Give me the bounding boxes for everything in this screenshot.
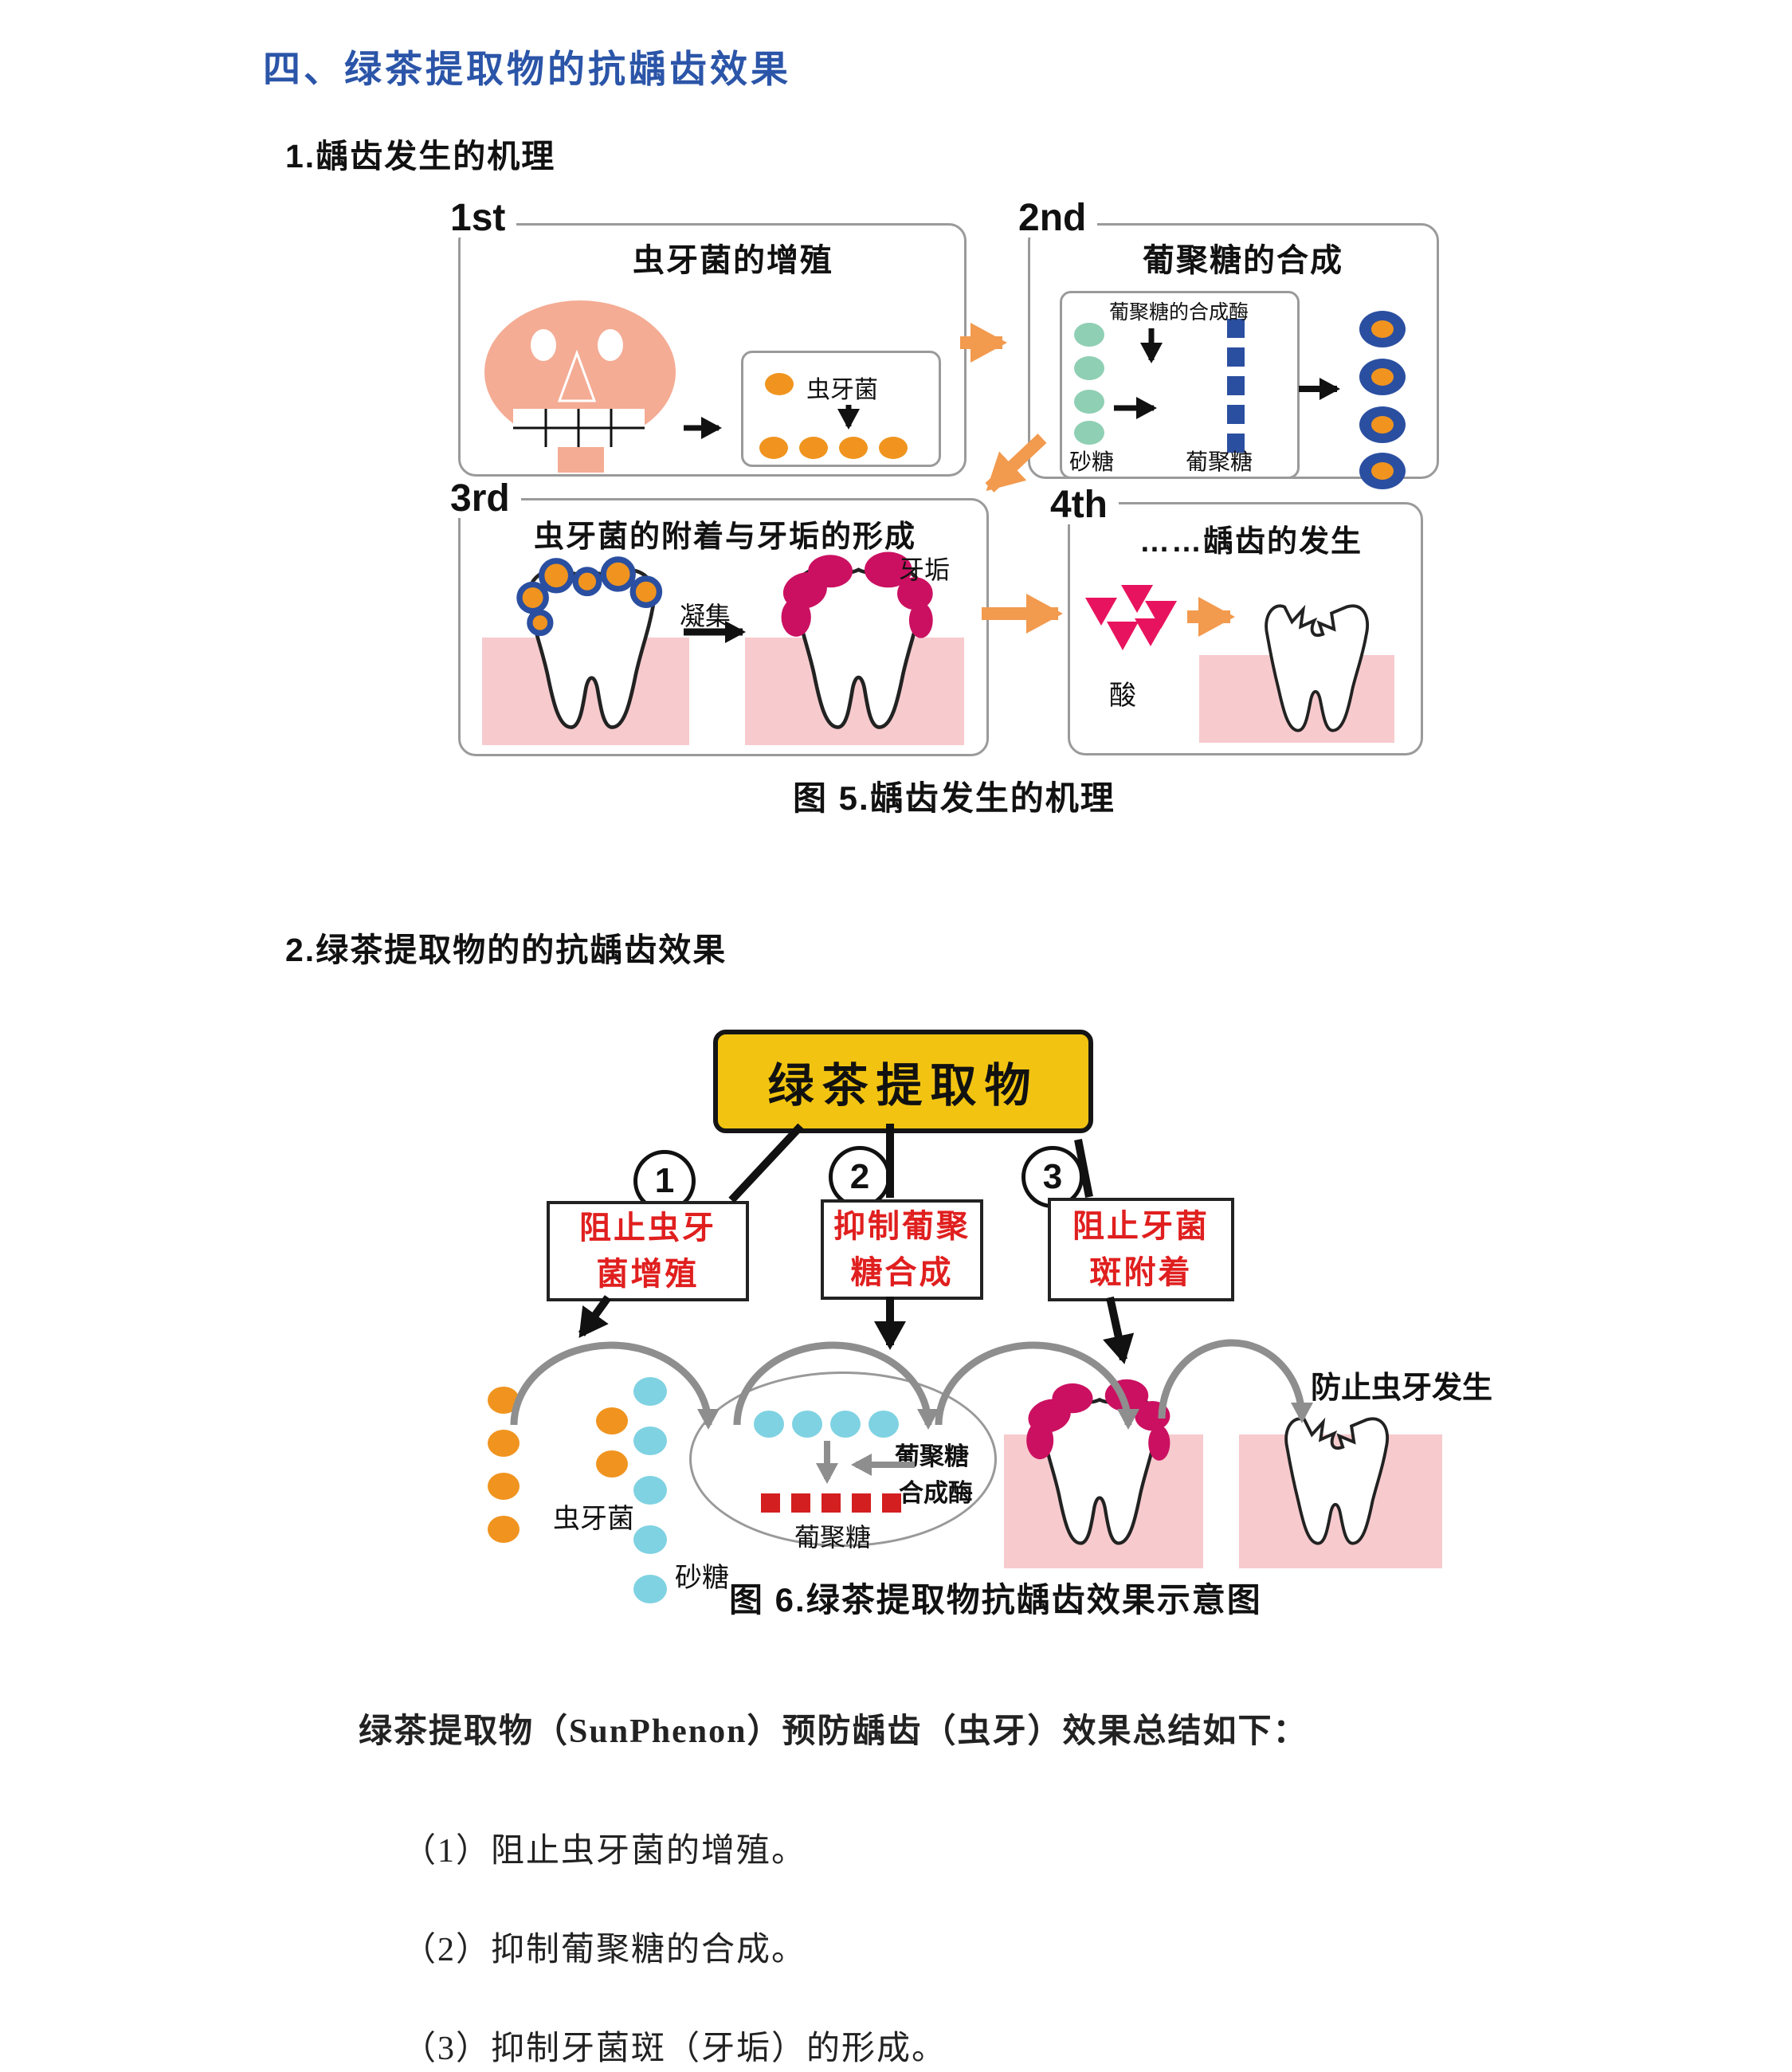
step-3-line2: 斑附着 <box>1089 1255 1193 1290</box>
sugar-dot-icon <box>1074 323 1104 347</box>
fig5-panel-3rd-title: 虫牙菌的附着与牙垢的形成 <box>533 520 916 554</box>
bacterium-dot-icon <box>596 1450 628 1477</box>
fig6-tooth-with-plaque-icon <box>1026 1379 1170 1545</box>
sugar-dot-icon <box>792 1411 822 1438</box>
step-2-box: 抑制葡聚 糖合成 <box>821 1199 983 1300</box>
summary-text: 绿茶提取物（SunPhenon）预防龋齿（虫牙）效果总结如下： <box>359 1713 1308 1750</box>
bacterium-dot-icon <box>488 1473 520 1500</box>
figure5-caption: 图 5.龋齿发生的机理 <box>793 779 1116 817</box>
sugar-dot-icon <box>633 1476 667 1505</box>
sugar-dot-icon <box>1074 421 1104 445</box>
section-title: 四、绿茶提取物的抗龋齿效果 <box>263 48 791 90</box>
fig5-aggregate-label: 凝集 <box>680 602 731 630</box>
bacterium-dot-icon <box>488 1387 520 1414</box>
fig5-panel-3rd-tag: 3rd <box>449 480 521 518</box>
fig6-enzyme-label-line1: 葡聚糖 <box>895 1442 969 1470</box>
fig6-sugar-label: 砂糖 <box>675 1563 729 1593</box>
step-1-line1: 阻止虫牙 <box>579 1211 716 1246</box>
sugar-dot-icon <box>1074 356 1104 380</box>
coated-bacterium-icon <box>1359 406 1406 443</box>
step-3-box: 阻止牙菌 斑附着 <box>1048 1198 1234 1301</box>
fig6-glucan-label: 葡聚糖 <box>794 1523 872 1552</box>
bacterium-dot-icon <box>765 373 794 395</box>
coated-bacterium-icon <box>1359 453 1406 489</box>
sugar-dot-icon <box>633 1426 667 1455</box>
green-tea-extract-label: 绿茶提取物 <box>767 1060 1039 1112</box>
glucan-square-icon <box>852 1493 871 1513</box>
bacterium-dot-icon <box>488 1516 520 1543</box>
step-2-number: 2 <box>849 1157 870 1196</box>
step-1-line2: 菌增殖 <box>596 1257 700 1292</box>
fig5-glucan-label: 葡聚糖 <box>1186 449 1253 474</box>
fig5-panel-2nd-tag: 2nd <box>1017 199 1098 237</box>
fig5-bacteria-label: 虫牙菌 <box>806 377 878 403</box>
summary-item-2: （2）抑制葡聚糖的合成。 <box>402 1932 807 1968</box>
step-2-line2: 糖合成 <box>850 1255 954 1290</box>
sugar-dot-icon <box>869 1411 899 1438</box>
sugar-dot-icon <box>633 1525 667 1554</box>
glucan-square-icon <box>821 1493 841 1513</box>
step-1-number: 1 <box>654 1161 675 1200</box>
fig5-panel-2nd-title: 葡聚糖的合成 <box>1143 243 1343 278</box>
fig6-prevent-label: 防止虫牙发生 <box>1311 1372 1493 1405</box>
summary-item-1: （1）阻止虫牙菌的增殖。 <box>402 1833 807 1870</box>
tooth-with-plaque-icon <box>781 551 933 729</box>
step-1-box: 阻止虫牙 菌增殖 <box>547 1201 749 1301</box>
sugar-dot-icon <box>1074 390 1104 414</box>
figure6-caption: 图 6.绿茶提取物抗龋齿效果示意图 <box>729 1581 1262 1619</box>
coated-bacterium-icon <box>1359 311 1406 347</box>
face-icon <box>484 300 676 473</box>
subsection-2-heading: 2.绿茶提取物的的抗龋齿效果 <box>285 932 727 968</box>
green-tea-extract-box: 绿茶提取物 <box>713 1030 1093 1133</box>
fig5-panel-4th-title: ……龋齿的发生 <box>1139 525 1363 559</box>
bacterium-dot-icon <box>596 1407 628 1434</box>
step-3-number: 3 <box>1042 1157 1063 1196</box>
sugar-dot-icon <box>633 1377 667 1406</box>
glucan-square-icon <box>1227 434 1245 453</box>
bacterium-dot-icon <box>488 1430 520 1457</box>
fig5-acid-label: 酸 <box>1109 681 1136 711</box>
glucan-square-icon <box>761 1493 780 1513</box>
acid-triangles-icon <box>1085 585 1177 650</box>
fig6-bacteria-label: 虫牙菌 <box>553 1504 634 1534</box>
glucan-square-icon <box>1227 319 1245 338</box>
step-2-line1: 抑制葡聚 <box>833 1209 971 1244</box>
coated-bacterium-icon <box>1359 359 1406 395</box>
fig5-panel-4th-tag: 4th <box>1049 486 1119 524</box>
summary-item-3: （3）抑制牙菌斑（牙垢）的形成。 <box>402 2031 947 2067</box>
glucan-square-icon <box>1227 376 1245 395</box>
step-3-line1: 阻止牙菌 <box>1072 1209 1210 1244</box>
glucan-square-icon <box>1227 405 1245 424</box>
fig5-panel-1st-tag: 1st <box>449 199 517 237</box>
fig5-plaque-label: 牙垢 <box>899 555 951 584</box>
sugar-dot-icon <box>754 1411 784 1438</box>
bacterium-dot-icon <box>879 437 908 459</box>
fig5-sugar-label: 砂糖 <box>1069 449 1115 474</box>
bacterium-dot-icon <box>839 437 868 459</box>
fig5-enzyme-label: 葡聚糖的合成酶 <box>1108 301 1249 324</box>
glucan-square-icon <box>882 1493 901 1513</box>
sugar-dot-icon <box>633 1575 667 1603</box>
figure5-mechanism-diagram: 1st 虫牙菌的增殖 虫牙菌 2nd 葡聚糖的合成 <box>446 199 1442 757</box>
glucan-square-icon <box>791 1493 810 1513</box>
subsection-1-heading: 1.龋齿发生的机理 <box>285 138 556 175</box>
figure6-effect-diagram: 绿茶提取物 1 2 3 阻止虫牙 菌增殖 抑制葡聚 糖合成 阻止牙菌 斑附着 虫… <box>446 1004 1641 1634</box>
fig5-synthesis-box <box>1060 291 1300 479</box>
tooth-with-bacteria-icon <box>516 556 663 729</box>
glucan-square-icon <box>1227 347 1245 367</box>
bacterium-dot-icon <box>799 437 828 459</box>
fig5-panel-1st-title: 虫牙菌的增殖 <box>633 243 833 278</box>
fig6-decayed-tooth-icon <box>1284 1417 1389 1545</box>
bacterium-dot-icon <box>759 437 788 459</box>
decayed-tooth-icon <box>1265 604 1369 732</box>
sugar-dot-icon <box>830 1411 861 1438</box>
fig6-enzyme-label-line2: 合成酶 <box>899 1479 973 1507</box>
